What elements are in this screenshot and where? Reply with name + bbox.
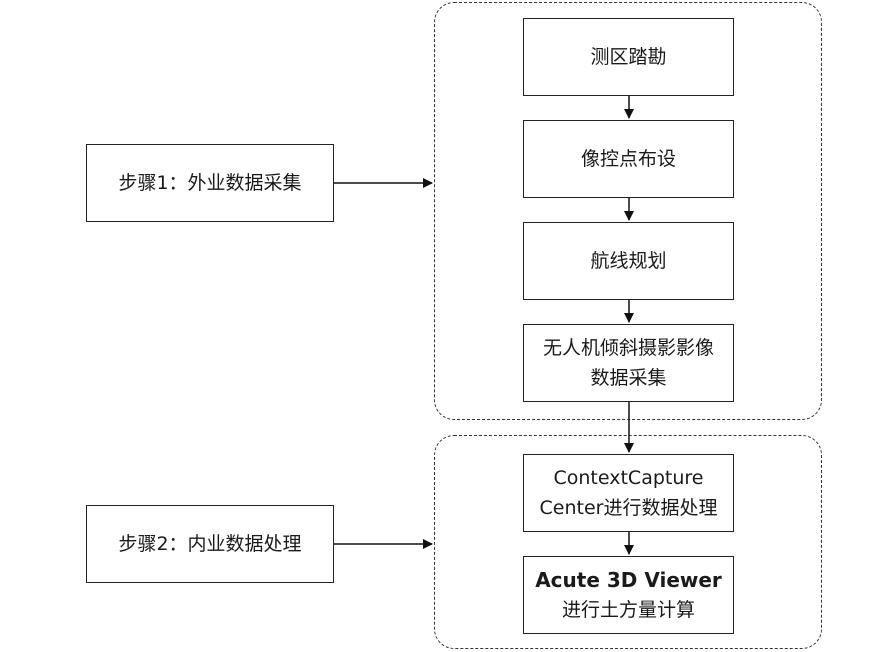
contextcapture-box: ContextCapture Center进行数据处理 xyxy=(523,454,734,532)
survey-label: 测区踏勘 xyxy=(590,46,667,68)
step1-label: 步骤1：外业数据采集 xyxy=(118,172,302,194)
survey-box: 测区踏勘 xyxy=(523,18,734,96)
step1-box: 步骤1：外业数据采集 xyxy=(86,144,334,222)
gcp-layout-box: 像控点布设 xyxy=(523,120,734,198)
route-planning-box: 航线规划 xyxy=(523,222,734,300)
indoor-data-processing-group xyxy=(434,435,822,649)
acute3d-label-line1: Acute 3D Viewer xyxy=(535,568,722,592)
contextcapture-label-line1: ContextCapture xyxy=(553,467,704,489)
step2-box: 步骤2：内业数据处理 xyxy=(86,505,334,583)
gcp-layout-label: 像控点布设 xyxy=(580,148,676,170)
uav-capture-label-line1: 无人机倾斜摄影影像 xyxy=(542,337,714,359)
uav-capture-box: 无人机倾斜摄影影像 数据采集 xyxy=(523,324,734,402)
acute3d-box: Acute 3D Viewer 进行土方量计算 xyxy=(523,556,734,634)
route-planning-label: 航线规划 xyxy=(590,250,667,272)
contextcapture-label-line2: Center进行数据处理 xyxy=(539,497,718,519)
field-data-collection-group xyxy=(434,2,822,420)
step2-label: 步骤2：内业数据处理 xyxy=(118,533,302,555)
uav-capture-label-line2: 数据采集 xyxy=(590,367,667,389)
acute3d-label-line2: 进行土方量计算 xyxy=(561,599,695,621)
